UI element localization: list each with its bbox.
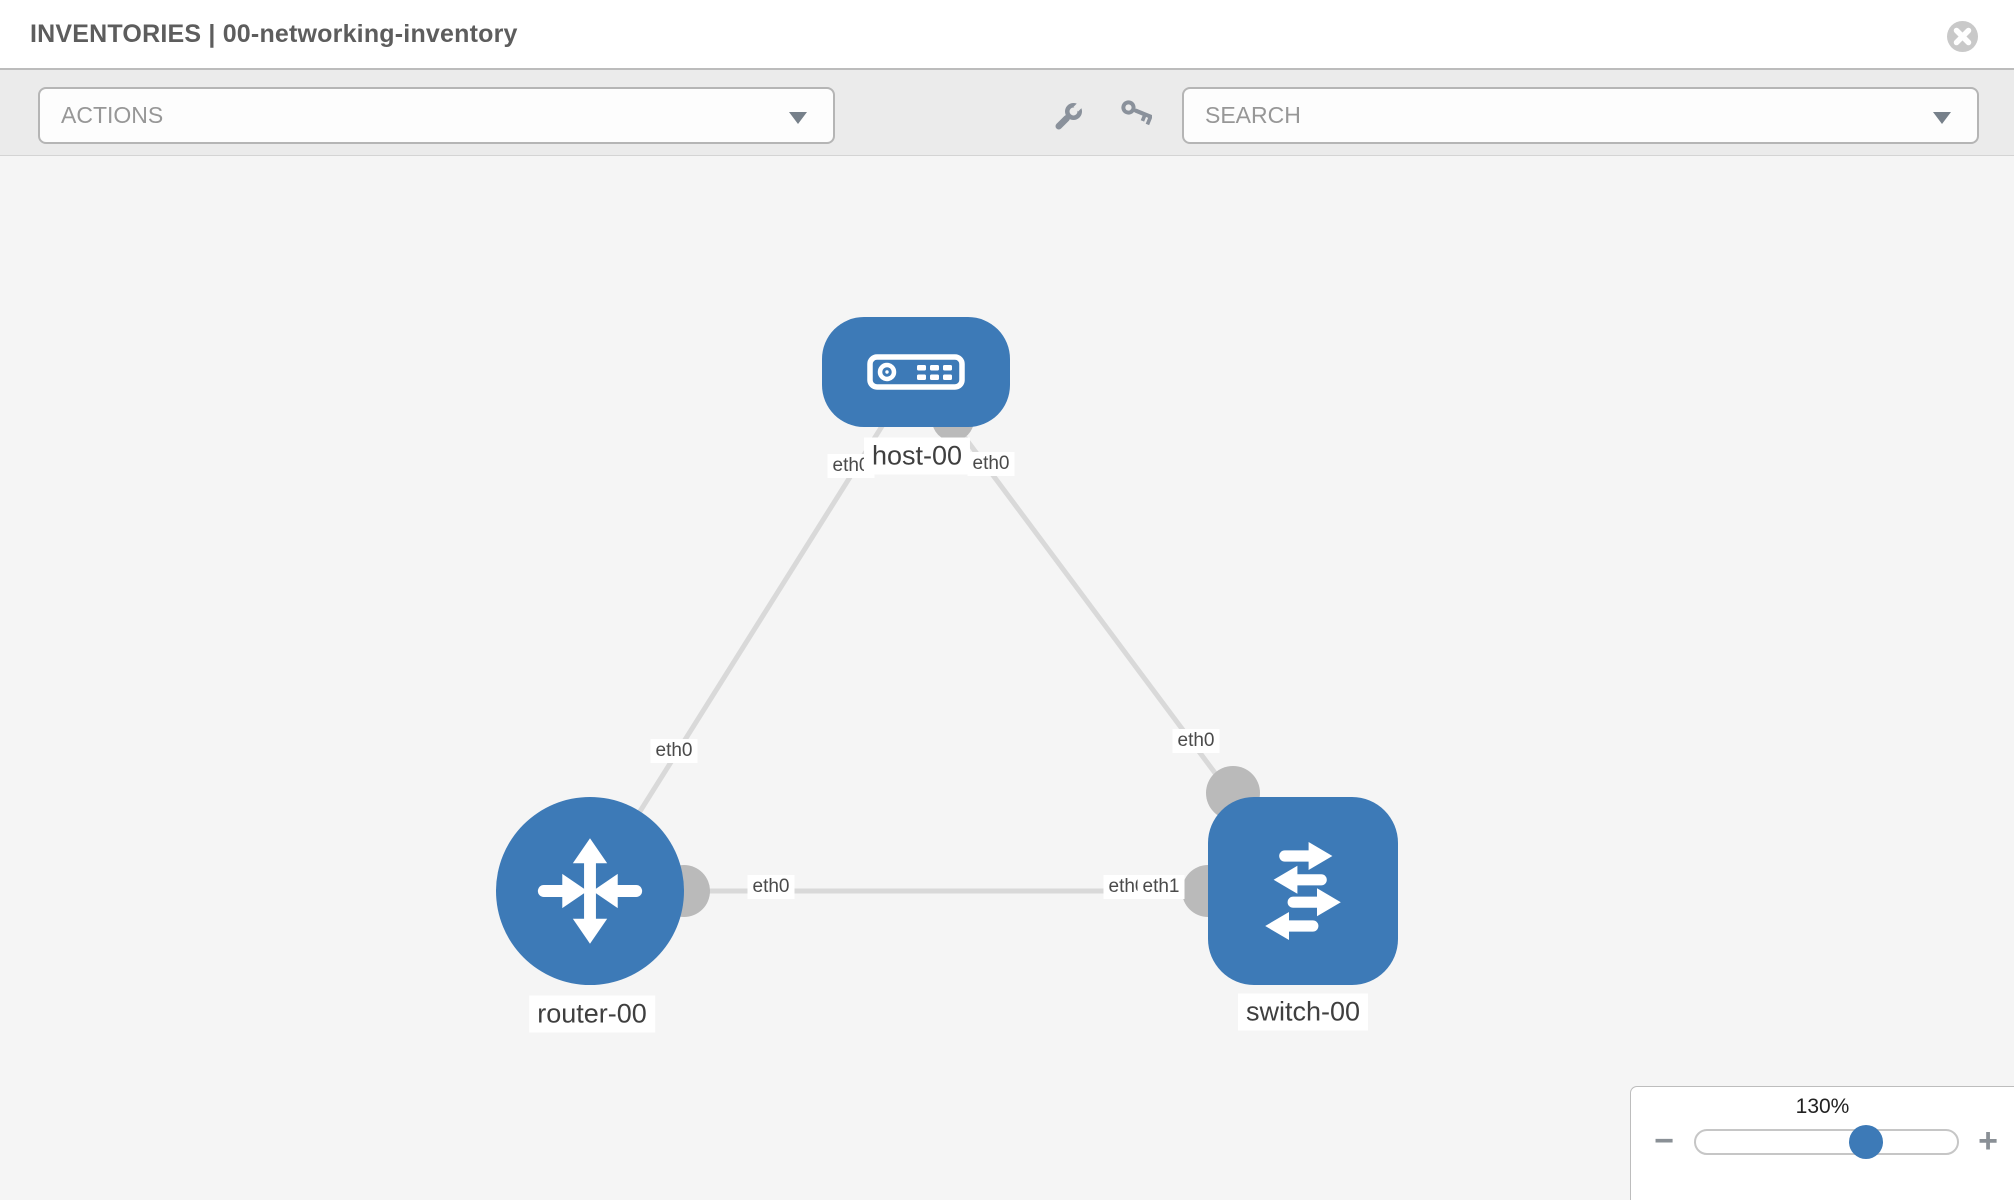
eth-label-host-router-router-side: eth0 [650,739,698,763]
actions-dropdown[interactable]: ACTIONS [38,87,835,144]
zoom-slider-handle[interactable] [1848,1125,1883,1159]
eth-label-router-switch-router-side: eth0 [747,875,795,899]
node-label-switch: switch-00 [1237,993,1369,1031]
eth-label-host-switch-switch-side: eth0 [1172,729,1220,753]
node-label-router: router-00 [529,995,655,1033]
router-icon [537,838,643,944]
zoom-level: 130% [1795,1095,1850,1118]
node-router[interactable] [496,797,684,985]
host-icon [867,354,965,390]
search-dropdown[interactable]: SEARCH [1182,87,1979,144]
header: INVENTORIES | 00-networking-inventory [0,0,2014,68]
topology-canvas[interactable]: eth0 eth0 eth0 eth0 eth0 eth0 eth1 host-… [0,156,2014,1200]
key-button[interactable] [1118,100,1153,134]
page-title: INVENTORIES | 00-networking-inventory [30,20,518,48]
node-label-host: host-00 [863,437,971,475]
node-host[interactable] [822,317,1010,427]
search-dropdown-label: SEARCH [1205,102,1301,128]
node-switch[interactable] [1208,797,1398,985]
chevron-down-icon [1933,112,1951,124]
zoom-slider-track[interactable] [1694,1125,1959,1159]
zoom-in-button[interactable]: + [1978,1122,1998,1160]
wrench-button[interactable] [1051,100,1085,134]
close-button[interactable] [1947,21,1978,52]
chevron-down-icon [789,112,807,124]
topology-svg [587,370,1306,917]
eth-label-host-switch-host-side: eth0 [967,452,1015,476]
close-icon [1953,27,1972,46]
wrench-icon [1055,100,1085,130]
zoom-panel: 130% − + [1630,1086,2014,1200]
key-icon [1121,100,1153,126]
actions-dropdown-label: ACTIONS [61,102,164,128]
zoom-out-button[interactable]: − [1654,1122,1674,1160]
switch-icon [1265,842,1341,940]
eth-label-router-switch-switch-side: eth1 [1137,875,1185,899]
toolbar: ACTIONS [0,68,2014,156]
